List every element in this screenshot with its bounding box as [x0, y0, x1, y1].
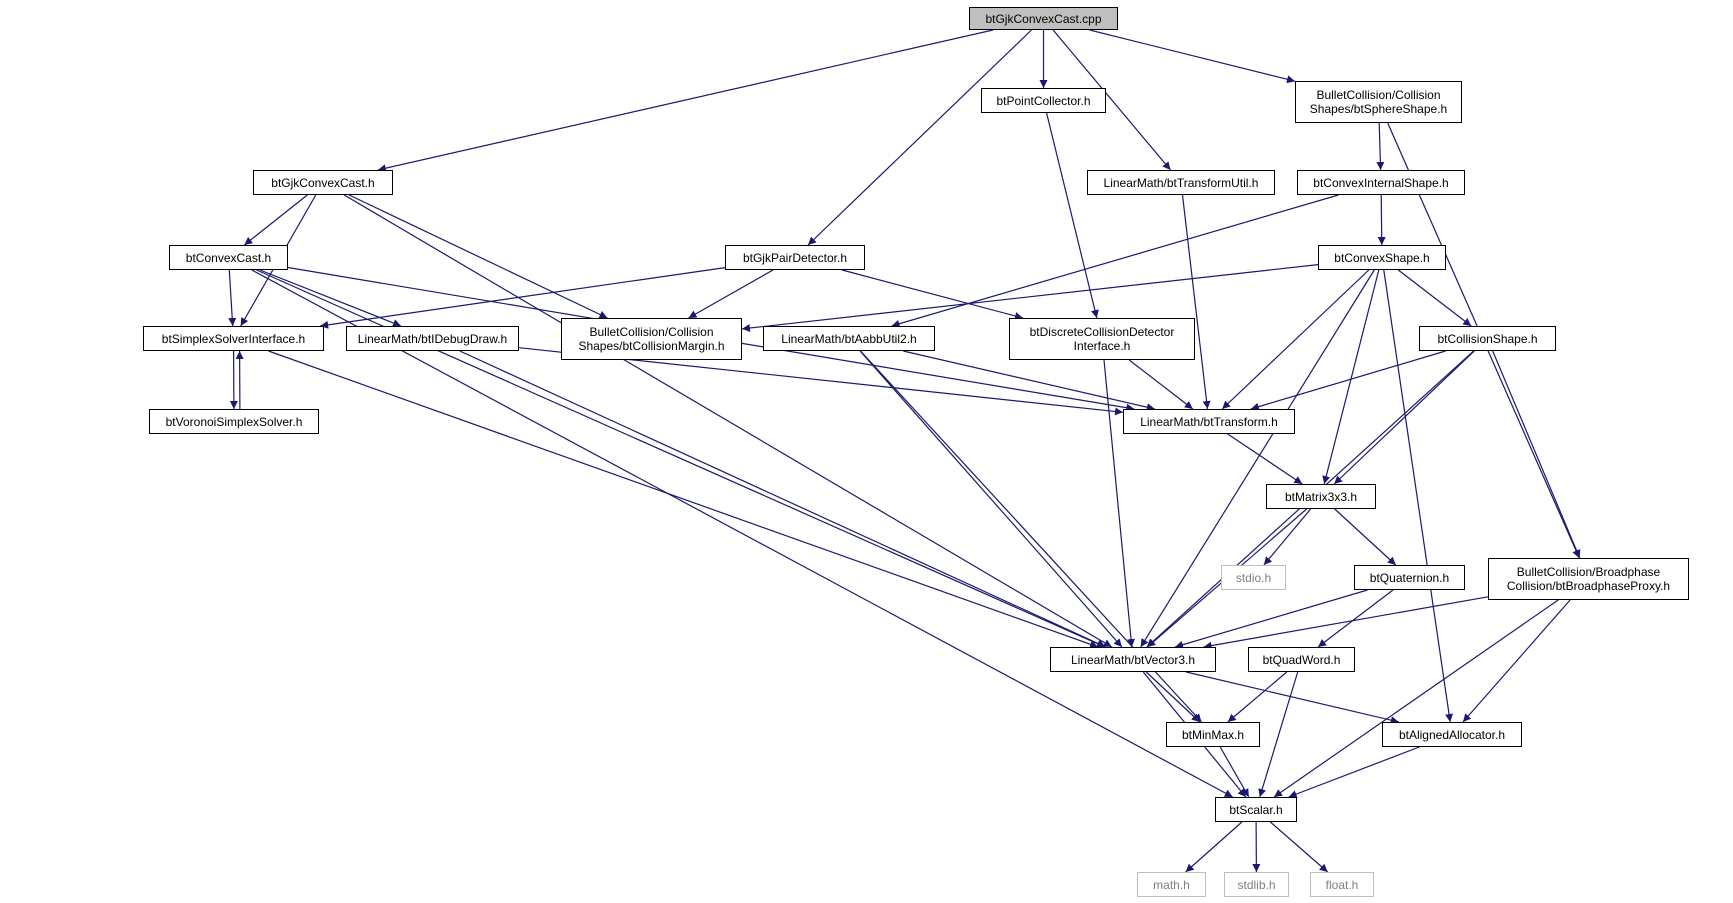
edge-root-to-gjk_convex_cast_h — [377, 29, 994, 173]
node-aligned-allocator[interactable]: btAlignedAllocator.h — [1382, 722, 1522, 747]
edge-discrete_collision_detector-to-vector3 — [1103, 359, 1136, 648]
edge-idebug_draw-to-vector3 — [459, 350, 1106, 648]
edge-scalar-to-math — [1185, 821, 1243, 873]
edge-simplex_solver_interface-to-vector3 — [268, 350, 1099, 649]
node-collision-margin[interactable]: BulletCollision/Collision Shapes/btColli… — [561, 318, 742, 360]
edge-convex_cast-to-idebug_draw — [259, 269, 402, 327]
edge-collision_shape-to-broadphase_proxy — [1492, 350, 1581, 559]
edge-collision_shape-to-matrix3x3 — [1333, 350, 1475, 485]
edge-collision_shape-to-transform — [1250, 350, 1446, 411]
node-quad-word[interactable]: btQuadWord.h — [1248, 647, 1355, 672]
edge-convex_shape-to-aligned_allocator — [1383, 269, 1453, 723]
edge-aligned_allocator-to-scalar — [1288, 746, 1420, 798]
edge-matrix3x3-to-quaternion — [1334, 508, 1397, 566]
edge-broadphase_proxy-to-vector3 — [1203, 596, 1489, 650]
node-min-max[interactable]: btMinMax.h — [1166, 722, 1260, 747]
edge-scalar-to-float — [1269, 821, 1329, 873]
node-discrete-collision-detector[interactable]: btDiscreteCollisionDetector Interface.h — [1009, 318, 1195, 360]
edge-quad_word-to-min_max — [1227, 671, 1288, 723]
edge-root-to-gjk_pair_detector — [807, 29, 1032, 246]
node-point-collector[interactable]: btPointCollector.h — [981, 88, 1106, 113]
node-stdio[interactable]: stdio.h — [1221, 565, 1286, 590]
edge-aabb_util2-to-vector3 — [859, 350, 1123, 648]
edge-aabb_util2-to-transform — [903, 350, 1155, 412]
node-convex-cast[interactable]: btConvexCast.h — [169, 245, 288, 270]
edge-broadphase_proxy-to-aligned_allocator — [1462, 599, 1571, 723]
edge-convex_cast-to-scalar — [251, 269, 1233, 798]
node-voronoi-simplex-solver[interactable]: btVoronoiSimplexSolver.h — [149, 409, 319, 434]
node-float[interactable]: float.h — [1310, 872, 1374, 897]
edge-root-to-transform_util — [1052, 29, 1171, 171]
edge-gjk_pair_detector-to-simplex_solver_interface — [320, 267, 726, 329]
edge-quaternion-to-vector3 — [1174, 589, 1368, 649]
edge-sphere_shape-to-convex_internal_shape — [1376, 122, 1385, 171]
node-convex-internal-shape[interactable]: btConvexInternalShape.h — [1297, 170, 1465, 195]
edge-convex_internal_shape-to-aabb_util2 — [891, 194, 1339, 328]
edge-gjk_convex_cast_h-to-convex_cast — [243, 194, 308, 246]
node-convex-shape[interactable]: btConvexShape.h — [1318, 245, 1446, 270]
node-transform[interactable]: LinearMath/btTransform.h — [1123, 409, 1295, 434]
edge-convex_shape-to-matrix3x3 — [1322, 269, 1380, 485]
edge-convex_internal_shape-to-convex_shape — [1377, 194, 1386, 246]
node-collision-shape[interactable]: btCollisionShape.h — [1419, 326, 1556, 351]
edge-gjk_convex_cast_h-to-vector3 — [343, 194, 1113, 648]
node-gjk-pair-detector[interactable]: btGjkPairDetector.h — [725, 245, 865, 270]
node-matrix3x3[interactable]: btMatrix3x3.h — [1266, 484, 1376, 509]
edge-convex_shape-to-collision_shape — [1397, 269, 1472, 327]
edge-convex_shape-to-transform — [1221, 269, 1370, 410]
node-scalar[interactable]: btScalar.h — [1215, 797, 1297, 822]
edge-transform_util-to-transform — [1181, 194, 1211, 410]
node-math[interactable]: math.h — [1137, 872, 1206, 897]
edge-gjk_pair_detector-to-collision_margin — [688, 269, 774, 319]
edge-quad_word-to-scalar — [1258, 671, 1299, 798]
node-sphere-shape[interactable]: BulletCollision/Collision Shapes/btSpher… — [1295, 81, 1462, 123]
edge-convex_shape-to-vector3 — [1140, 269, 1375, 648]
edge-gjk_pair_detector-to-discrete_collision_detector — [841, 269, 1024, 320]
edge-discrete_collision_detector-to-transform — [1128, 359, 1194, 410]
node-transform-util[interactable]: LinearMath/btTransformUtil.h — [1087, 170, 1275, 195]
node-gjk-convex-cast-h[interactable]: btGjkConvexCast.h — [253, 170, 393, 195]
edge-min_max-to-scalar — [1219, 746, 1250, 798]
edge-matrix3x3-to-stdio — [1263, 508, 1312, 566]
edge-point_collector-to-discrete_collision_detector — [1046, 112, 1099, 319]
node-quaternion[interactable]: btQuaternion.h — [1354, 565, 1465, 590]
edge-quaternion-to-quad_word — [1317, 589, 1394, 648]
edge-vector3-to-min_max — [1145, 671, 1201, 723]
edge-transform-to-matrix3x3 — [1227, 433, 1303, 485]
edge-broadphase_proxy-to-scalar — [1273, 599, 1559, 798]
node-simplex-solver-interface[interactable]: btSimplexSolverInterface.h — [143, 326, 324, 351]
edge-vector3-to-aligned_allocator — [1186, 671, 1399, 725]
edge-root-to-sphere_shape — [1089, 29, 1296, 84]
node-idebug-draw[interactable]: LinearMath/btIDebugDraw.h — [346, 326, 519, 351]
edge-gjk_convex_cast_h-to-collision_margin — [348, 194, 608, 319]
node-stdlib[interactable]: stdlib.h — [1224, 872, 1289, 897]
edge-convex_cast-to-simplex_solver_interface — [228, 269, 237, 327]
node-broadphase-proxy[interactable]: BulletCollision/Broadphase Collision/btB… — [1488, 558, 1689, 600]
node-vector3[interactable]: LinearMath/btVector3.h — [1050, 647, 1216, 672]
node-root[interactable]: btGjkConvexCast.cpp — [969, 7, 1118, 30]
node-aabb-util2[interactable]: LinearMath/btAabbUtil2.h — [763, 326, 935, 351]
edge-convex_shape-to-collision_margin — [741, 264, 1319, 332]
